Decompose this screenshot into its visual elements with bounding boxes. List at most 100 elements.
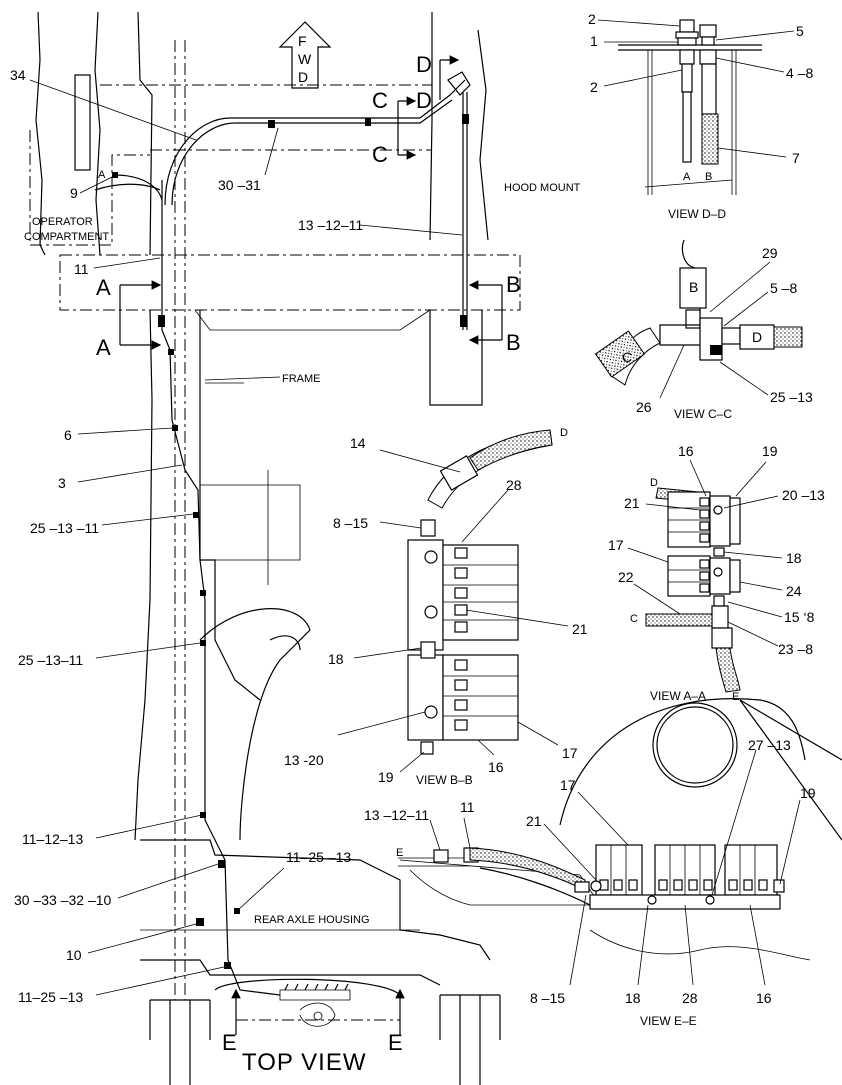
ee-valve-slots [599,845,768,895]
cc-callout-5-8: 5 –8 [770,280,797,296]
dd-callout-2b: 2 [590,79,598,95]
tube-routing [94,71,471,1001]
frame-outline [35,11,521,1085]
fwd-w: W [298,51,312,67]
dd-callout-5: 5 [796,23,804,39]
bb-callout-8-15: 8 –15 [333,515,368,531]
operator-compartment-label-1: OPERATOR [32,216,93,228]
hood-mount-label: HOOD MOUNT [504,182,581,194]
aa-callout-20-13: 20 –13 [782,487,825,503]
view-dd-title: VIEW D–D [668,207,726,221]
ee-callout-19: 19 [800,785,816,801]
bb-callout-13-20: 13 ‑20 [284,752,324,768]
section-a-top: A [96,275,111,300]
aa-callout-21: 21 [624,495,640,511]
aa-callout-24: 24 [786,583,802,599]
fwd-arrow: F W D [278,21,332,89]
ee-callout-17: 17 [560,777,576,793]
dd-callout-2a: 2 [588,11,596,27]
callout-10: 10 [66,947,82,963]
aa-upper-slots [668,497,710,543]
callout-11-top: 11 [74,261,89,277]
section-d-top: D [416,52,432,77]
bb-valve-slots [443,547,518,731]
cc-callout-25-13: 25 –13 [770,389,813,405]
aa-callout-22: 22 [618,569,634,585]
cc-label-d: D [752,329,762,345]
frame-label: FRAME [282,373,321,385]
view-bb: D 14 28 [284,427,588,787]
aa-callout-17: 17 [608,537,624,553]
section-e-right: E [388,1030,403,1055]
fwd-d: D [298,69,308,85]
section-c-top: C [372,88,388,113]
ee-callout-8-15: 8 –15 [530,990,565,1006]
ee-callout-13-12-11: 13 –12–11 [364,807,429,823]
ee-label-e: E [396,847,403,859]
view-aa-title: VIEW A–A [650,689,706,703]
callout-11-25-13-b: 11–25 –13 [18,989,83,1005]
bb-callout-21: 21 [572,621,588,637]
view-dd: A B 2 1 5 4 –8 2 7 HOOD MOUNT VIEW D–D [504,11,813,221]
callout-11-25-13-a: 11–25 –13 [286,849,351,865]
main-callouts: 34 9 A 30 –31 13 –12–11 11 FRAME 6 3 25 … [10,67,463,1076]
aa-callout-16: 16 [678,443,694,459]
top-view-title: TOP VIEW [242,1049,366,1076]
section-b-bottom: B [506,330,521,355]
aa-lower-slots [668,559,710,593]
bb-callout-18: 18 [328,651,344,667]
callout-a-small: A [98,169,106,181]
ee-callout-27-13: 27 –13 [748,737,791,753]
operator-compartment-outline: OPERATOR COMPARTMENT [24,74,150,246]
ee-callout-11: 11 [460,799,475,815]
section-a-bottom: A [96,335,111,360]
callout-30-33-32-10: 30 –33 –32 –10 [14,892,112,908]
aa-label-e: E [732,691,739,703]
view-cc-title: VIEW C–C [674,407,732,421]
cc-label-c: C [622,349,632,365]
callout-3: 3 [58,475,66,491]
callout-13-12-11-top: 13 –12–11 [298,217,363,233]
rear-axle-housing-label: REAR AXLE HOUSING [254,914,370,926]
aa-callout-18: 18 [786,550,802,566]
view-ee-title: VIEW E–E [640,1014,697,1028]
cc-callout-29: 29 [762,245,778,261]
aa-callout-19: 19 [762,443,778,459]
cc-label-b: B [689,279,698,295]
view-cc: B C D 29 5 –8 26 25 –13 VIEW C–C [594,239,813,421]
dd-label-a: A [683,171,691,183]
callout-30-31: 30 –31 [218,177,261,193]
ee-callout-18: 18 [625,990,641,1006]
callout-25-13-11-b: 25 –13–11 [18,652,83,668]
bb-callout-19: 19 [378,769,394,785]
section-d-bottom: D [416,88,432,113]
ee-callout-16: 16 [756,990,772,1006]
callout-6: 6 [64,427,72,443]
aa-callout-23-8: 23 –8 [778,641,813,657]
callout-34: 34 [10,67,26,83]
ee-callout-28: 28 [682,990,698,1006]
callout-25-13-11-a: 25 –13 –11 [30,520,99,536]
view-aa: D C E 16 [608,443,825,703]
view-ee: 27 –13 17 19 21 13 –12–11 11 E 8 –15 18 … [364,698,842,1028]
section-b-top: B [506,272,521,297]
cc-callout-26: 26 [636,399,652,415]
dd-label-b: B [705,171,712,183]
callout-11-12-13: 11–12–13 [22,831,83,847]
bb-label-d: D [560,427,568,439]
dd-callout-1: 1 [590,33,598,49]
dd-callout-7: 7 [792,150,800,166]
bb-callout-17: 17 [562,745,578,761]
section-markers: A A B B C C D D E E [96,52,521,1055]
aa-label-c: C [630,613,638,625]
section-e-left: E [222,1030,237,1055]
aa-label-d: D [650,477,658,489]
fwd-f: F [298,33,307,49]
bb-callout-28: 28 [506,477,522,493]
bb-callout-16: 16 [488,759,504,775]
callout-9: 9 [70,185,78,201]
section-c-bottom: C [372,142,388,167]
dd-callout-4-8: 4 –8 [786,65,813,81]
aa-callout-15-8: 15 ‘8 [784,609,815,625]
